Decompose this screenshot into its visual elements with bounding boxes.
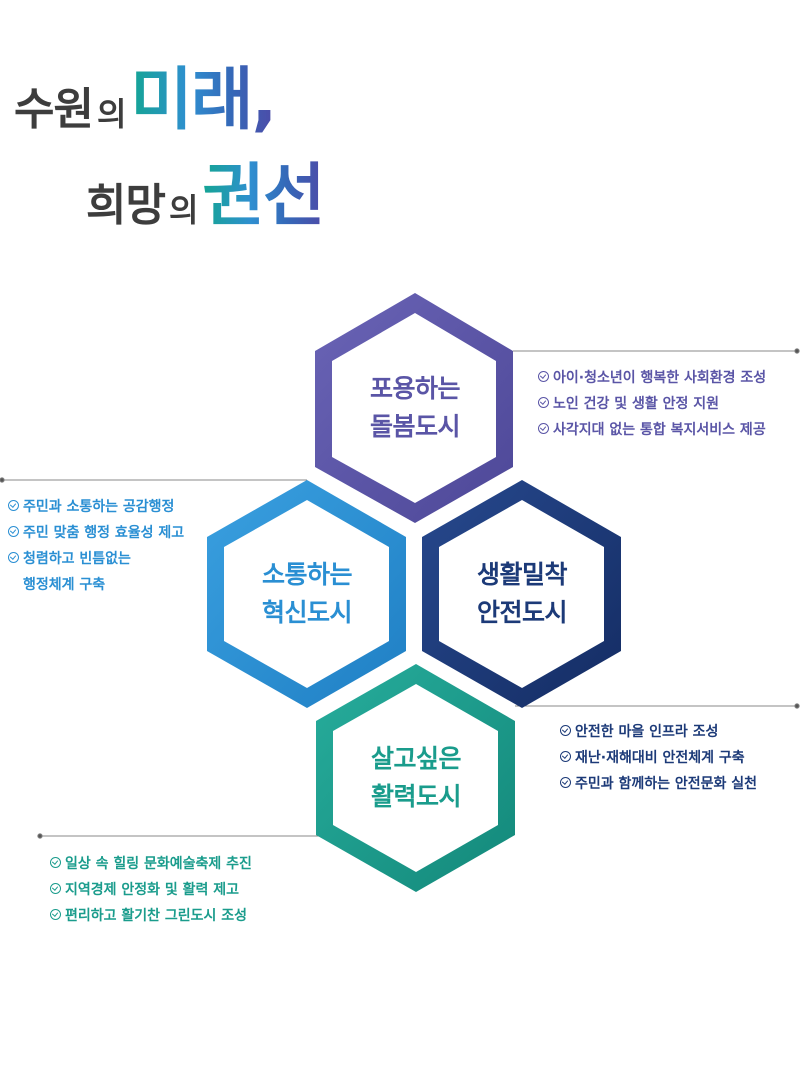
title-line-2: 희망 의 권선 [86, 157, 326, 236]
hex-purple-line1: 포용하는 [369, 374, 461, 403]
list-purple: 아이·청소년이 행복한 사회환경 조성 노인 건강 및 생활 안정 지원 사각지… [538, 365, 766, 443]
list-item: 아이·청소년이 행복한 사회환경 조성 [538, 365, 766, 391]
check-circle-icon [560, 751, 571, 762]
hex-purple-line2: 돌봄도시 [369, 412, 461, 441]
list-navy: 안전한 마을 인프라 조성 재난·재해대비 안전체계 구축 주민과 함께하는 안… [560, 719, 757, 797]
title-hope: 희망 [86, 180, 166, 231]
hexagon-navy [422, 480, 621, 708]
connector-dot-blue [0, 477, 5, 483]
hex-label-navy: 생활밀착 안전도시 [432, 556, 612, 632]
list-item: 주민과 소통하는 공감행정 [8, 494, 184, 520]
check-circle-icon [8, 500, 19, 511]
list-item: 편리하고 활기찬 그린도시 조성 [50, 903, 252, 929]
check-circle-icon [538, 423, 549, 434]
title-particle-1: 의 [96, 95, 127, 133]
title-line-1: 수원 의 미래, [14, 61, 277, 140]
title-gwonseon: 권선 [202, 157, 325, 236]
check-circle-icon [560, 777, 571, 788]
check-circle-icon [50, 857, 61, 868]
title-suwon: 수원 [14, 84, 94, 135]
check-circle-icon [538, 397, 549, 408]
hex-label-teal: 살고싶은 활력도시 [326, 740, 506, 816]
connector-dot-purple [794, 348, 800, 354]
list-item: 안전한 마을 인프라 조성 [560, 719, 757, 745]
check-circle-icon [8, 552, 19, 563]
hexagon-blue [207, 480, 406, 708]
title-future: 미래, [130, 61, 277, 140]
list-item: 주민 맞춤 행정 효율성 제고 [8, 520, 184, 546]
check-circle-icon [538, 371, 549, 382]
list-item: 주민과 함께하는 안전문화 실천 [560, 771, 757, 797]
hex-label-blue: 소통하는 혁신도시 [217, 556, 397, 632]
list-item: 사각지대 없는 통합 복지서비스 제공 [538, 417, 766, 443]
connector-dot-navy [794, 703, 800, 709]
hex-label-purple: 포용하는 돌봄도시 [325, 370, 505, 446]
list-blue: 주민과 소통하는 공감행정 주민 맞춤 행정 효율성 제고 청렴하고 빈틈없는 … [8, 494, 184, 598]
connector-lines [0, 348, 800, 839]
list-item: 재난·재해대비 안전체계 구축 [560, 745, 757, 771]
check-circle-icon [50, 883, 61, 894]
list-item: 일상 속 힐링 문화예술축제 추진 [50, 851, 252, 877]
connector-dot-teal [37, 833, 43, 839]
hex-teal-line1: 살고싶은 [370, 744, 462, 773]
hex-navy-line2: 안전도시 [476, 598, 568, 627]
list-item: 노인 건강 및 생활 안정 지원 [538, 391, 766, 417]
hexagon-purple [315, 293, 513, 523]
list-teal: 일상 속 힐링 문화예술축제 추진 지역경제 안정화 및 활력 제고 편리하고 … [50, 851, 252, 929]
hexagon-teal [316, 664, 515, 892]
hex-teal-line2: 활력도시 [370, 782, 462, 811]
title-particle-2: 의 [168, 191, 199, 229]
hex-navy-line1: 생활밀착 [476, 560, 568, 589]
check-circle-icon [8, 526, 19, 537]
check-circle-icon [560, 725, 571, 736]
check-circle-icon [50, 909, 61, 920]
list-item: 지역경제 안정화 및 활력 제고 [50, 877, 252, 903]
hex-blue-line1: 소통하는 [261, 560, 353, 589]
list-item: 청렴하고 빈틈없는 행정체계 구축 [8, 546, 184, 598]
hex-blue-line2: 혁신도시 [261, 598, 353, 627]
